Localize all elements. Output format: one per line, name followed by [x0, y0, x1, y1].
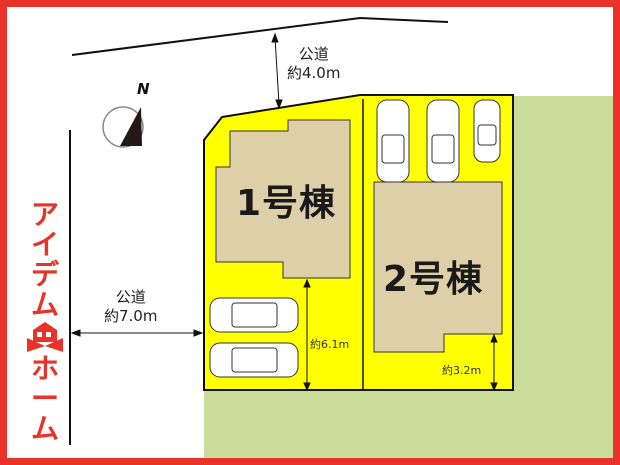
road-north-label: 公道 約4.0m — [287, 45, 340, 83]
logo-char: ホ — [30, 352, 59, 385]
logo-char: イ — [30, 228, 59, 261]
compass-north-label: N — [137, 80, 150, 98]
road-north-edge — [71, 16, 449, 56]
building-1-label: 1号棟 — [236, 183, 337, 224]
logo-char: ム — [30, 412, 59, 445]
building-1-setback: 約6.1m — [310, 338, 350, 351]
compass-icon — [102, 106, 144, 148]
road-west-label: 公道 約7.0m — [104, 288, 157, 326]
road-north-width: 約4.0m — [287, 64, 341, 82]
logo-char: ム — [30, 288, 59, 321]
road-north-name: 公道 — [298, 45, 329, 63]
neighbor-lot-south — [204, 390, 614, 458]
building-1-footprint — [215, 119, 351, 279]
building-2-setback: 約3.2m — [442, 364, 482, 377]
house-logo-icon — [27, 322, 63, 352]
logo-char: ー — [30, 382, 59, 415]
road-west-name: 公道 — [115, 288, 146, 306]
building-2-label: 2号棟 — [383, 259, 484, 300]
logo-char: デ — [30, 258, 59, 291]
parking-lot1 — [209, 297, 299, 378]
parking-lot2 — [376, 99, 501, 183]
logo-char: ア — [30, 198, 59, 231]
brand-logo: ア イ デ ム ホ ー ム — [24, 200, 66, 444]
building-2-footprint — [373, 181, 503, 353]
road-west-width: 約7.0m — [104, 307, 158, 325]
dimension-lines — [70, 32, 498, 392]
